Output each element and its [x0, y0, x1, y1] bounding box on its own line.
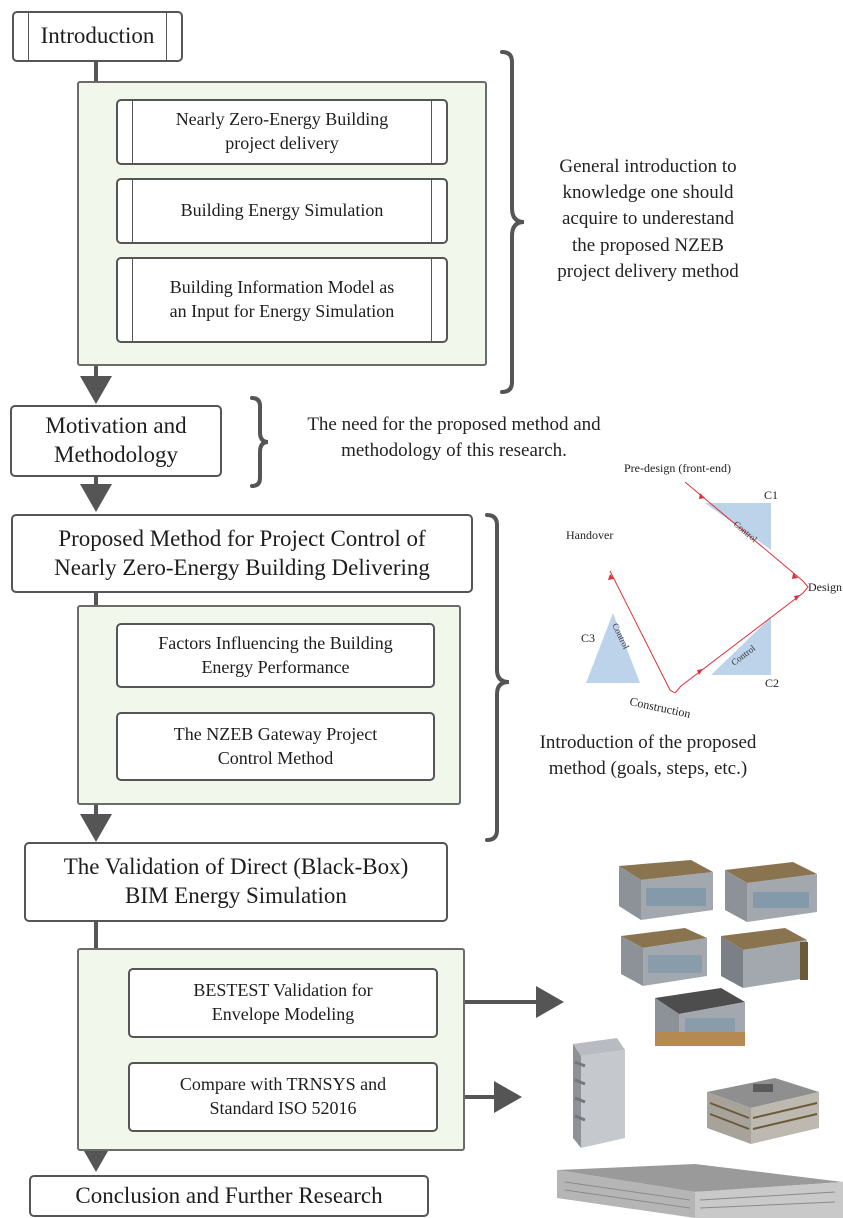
intro-nzeb-delivery-box: Nearly Zero-Energy Building project deli… [116, 99, 448, 165]
proposed-method-label: Proposed Method for Project Control of N… [54, 525, 430, 580]
stage-design-label: Design [808, 580, 842, 594]
iso-model-campus [557, 1164, 843, 1218]
proposed-factors-box: Factors Influencing the Building Energy … [116, 623, 435, 688]
proposed-method-box: Proposed Method for Project Control of N… [11, 514, 473, 593]
validation-trnsys-box: Compare with TRNSYS and Standard ISO 520… [128, 1062, 438, 1132]
introduction-box: Introduction [12, 11, 183, 62]
bestest-model-5 [655, 988, 745, 1046]
stage-construction-label: Construction [628, 694, 692, 720]
conclusion-label: Conclusion and Further Research [75, 1182, 383, 1208]
proposed-gateway-label: The NZEB Gateway Project Control Method [173, 723, 378, 768]
validation-trnsys-label: Compare with TRNSYS and Standard ISO 520… [179, 1074, 387, 1118]
intro-bim-input-box: Building Information Model as an Input f… [116, 257, 448, 343]
validation-bestest-box: BESTEST Validation for Envelope Modeling [128, 968, 438, 1038]
bestest-model-2 [725, 862, 817, 922]
intro-energy-simulation-box: Building Energy Simulation [116, 178, 448, 244]
introduction-label: Introduction [40, 23, 155, 49]
proposed-method-note: Introduction of the proposed method (goa… [539, 732, 757, 780]
motivation-note: The need for the proposed method and met… [307, 414, 601, 462]
bestest-model-1 [619, 860, 713, 920]
path-arrowhead [792, 573, 798, 579]
bestest-model-4 [721, 928, 808, 988]
proposed-factors-label: Factors Influencing the Building Energy … [158, 632, 393, 677]
motivation-box: Motivation and Methodology [10, 405, 222, 477]
brace-introduction [500, 50, 525, 394]
control-gate-c2 [711, 617, 771, 675]
conclusion-box: Conclusion and Further Research [29, 1175, 429, 1217]
validation-bestest-label: BESTEST Validation for Envelope Modeling [193, 980, 373, 1024]
path-predesign-design [684, 481, 804, 582]
intro-nzeb-delivery-label: Nearly Zero-Energy Building project deli… [175, 109, 389, 153]
path-arrowhead [697, 669, 703, 675]
iso-model-tower [573, 1038, 625, 1148]
proposed-gateway-box: The NZEB Gateway Project Control Method [116, 712, 435, 781]
motivation-label: Motivation and Methodology [45, 413, 187, 467]
brace-proposed [485, 513, 510, 842]
path-design-construction [674, 580, 809, 694]
stage-predesign-label: Pre-design (front-end) [624, 461, 731, 475]
stage-handover-label: Handover [566, 528, 613, 542]
intro-energy-simulation-label: Building Energy Simulation [180, 200, 384, 221]
validation-box: The Validation of Direct (Black-Box) BIM… [24, 842, 448, 922]
path-construction-handover [609, 570, 676, 694]
gateway-cycle-diagram: Pre-design (front-end) Design Constructi… [566, 461, 842, 720]
gate-c2-label: C2 [765, 676, 779, 690]
gate-c3-label: C3 [581, 631, 595, 645]
building-model-renderings [557, 860, 843, 1218]
iso-model-office [707, 1078, 819, 1144]
control-gate-c3 [586, 613, 640, 683]
path-arrowhead [699, 493, 705, 499]
bestest-model-3 [621, 928, 707, 986]
brace-motivation [250, 396, 269, 488]
introduction-note: General introduction to knowledge one sh… [557, 156, 739, 282]
gate-c1-label: C1 [764, 488, 778, 502]
path-arrowhead [608, 574, 614, 580]
path-arrowhead [794, 595, 800, 601]
intro-bim-input-label: Building Information Model as an Input f… [169, 277, 395, 321]
validation-label: The Validation of Direct (Black-Box) BIM… [63, 854, 409, 908]
